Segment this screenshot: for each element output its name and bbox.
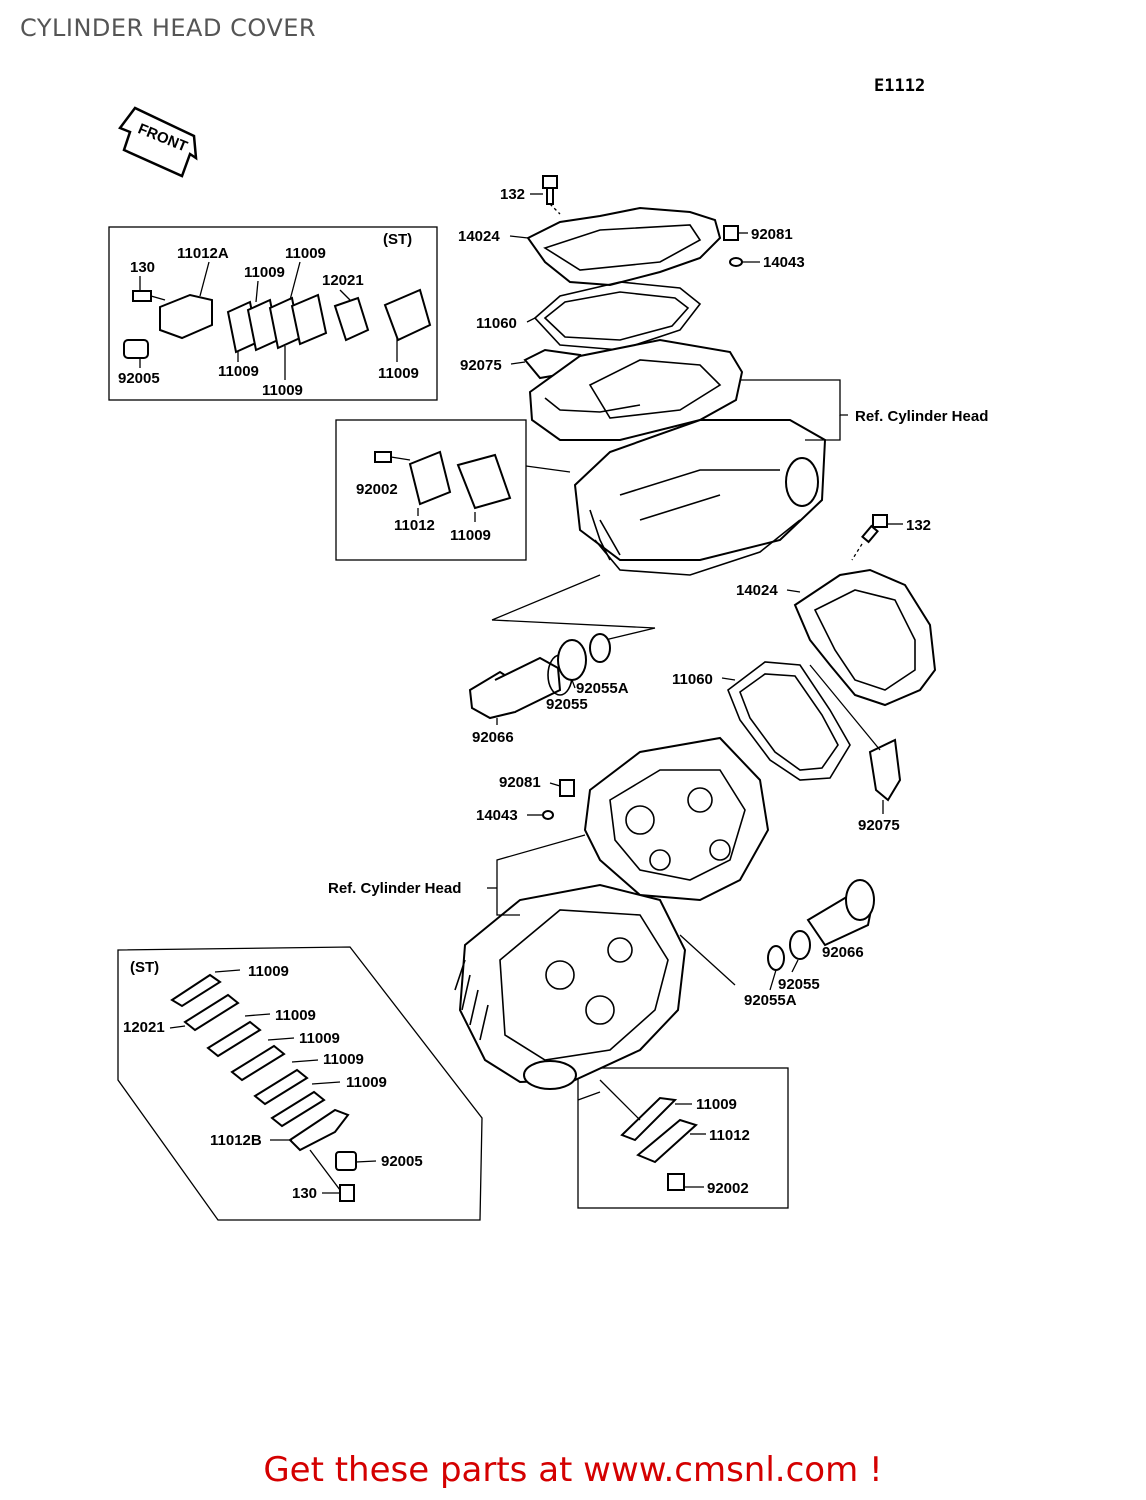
inset-bottom-right-frame <box>577 1067 789 1209</box>
parts-diagram: FRONT (ST) 130 11012A 11009 11009 12021 … <box>108 106 988 1221</box>
inset-bl-label: 130 <box>292 1185 317 1202</box>
front-arrow-icon: FRONT <box>118 106 198 178</box>
inset-bl-label: 11009 <box>323 1051 364 1068</box>
callout-14024: 14024 <box>458 228 500 245</box>
inset-bl-label: 11012B <box>210 1132 262 1149</box>
inset-tl-label: 11009 <box>285 245 326 262</box>
callout-92075: 92075 <box>858 817 900 834</box>
footer-link[interactable]: Get these parts at www.cmsnl.com ! <box>263 1450 883 1490</box>
inset-middle-frame <box>335 419 527 561</box>
callout-92055: 92055 <box>778 976 820 993</box>
inset-tl-label: 12021 <box>322 272 364 289</box>
page-title: CYLINDER HEAD COVER <box>20 14 317 42</box>
inset-tl-label: 92005 <box>118 370 160 387</box>
callout-14043: 14043 <box>476 807 518 824</box>
diagram-code: E1112 <box>874 76 926 96</box>
callout-92055a: 92055A <box>744 992 797 1009</box>
callout-14024: 14024 <box>736 582 778 599</box>
inset-bottom-right: 11009 11012 92002 <box>577 1067 789 1209</box>
inset-mid-label: 11009 <box>450 527 491 544</box>
inset-tl-label: 11009 <box>378 365 419 382</box>
inset-top-left-tag: (ST) <box>383 231 412 248</box>
inset-bl-label: 11009 <box>299 1030 340 1047</box>
inset-tl-label: 11012A <box>177 245 229 262</box>
inset-bottom-left-tag: (ST) <box>130 959 159 976</box>
inset-bl-label: 11009 <box>346 1074 387 1091</box>
inset-bl-label: 11009 <box>248 963 289 980</box>
lower-cylinder-assembly <box>454 514 937 1090</box>
inset-bl-label: 92005 <box>381 1153 423 1170</box>
upper-cylinder-assembly <box>491 175 848 641</box>
callout-92075: 92075 <box>460 357 502 374</box>
callout-92002: 92002 <box>707 1180 749 1197</box>
callout-92055a: 92055A <box>576 680 629 697</box>
callout-132: 132 <box>500 186 525 203</box>
inset-tl-label: 130 <box>130 259 155 276</box>
callout-14043: 14043 <box>763 254 805 271</box>
inset-bl-label: 12021 <box>123 1019 165 1036</box>
callout-92081: 92081 <box>751 226 793 243</box>
callout-11060: 11060 <box>672 671 713 688</box>
callout-92066: 92066 <box>472 729 514 746</box>
inset-bottom-left: (ST) 11009 12021 11009 11009 11009 11009… <box>117 946 483 1221</box>
callout-11060: 11060 <box>476 315 517 332</box>
callout-92066: 92066 <box>822 944 864 961</box>
inset-bottom-left-frame <box>117 946 483 1221</box>
inset-tl-label: 11009 <box>218 363 259 380</box>
inset-bl-label: 11009 <box>275 1007 316 1024</box>
inset-top-left-frame <box>108 226 438 401</box>
inset-tl-label: 11009 <box>244 264 285 281</box>
callout-11012: 11012 <box>709 1127 750 1144</box>
callout-ref-cylinder-head: Ref. Cylinder Head <box>328 880 461 897</box>
inset-middle: 92002 11012 11009 <box>335 419 571 561</box>
callout-92055: 92055 <box>546 696 588 713</box>
inset-tl-label: 11009 <box>262 382 303 399</box>
inset-mid-label: 11012 <box>394 517 435 534</box>
inset-top-left: (ST) 130 11012A 11009 11009 12021 92005 … <box>108 226 438 401</box>
callout-92081: 92081 <box>499 774 541 791</box>
callout-11009: 11009 <box>696 1096 737 1113</box>
inset-mid-label: 92002 <box>356 481 398 498</box>
callout-132: 132 <box>906 517 931 534</box>
callout-ref-cylinder-head: Ref. Cylinder Head <box>855 408 988 425</box>
